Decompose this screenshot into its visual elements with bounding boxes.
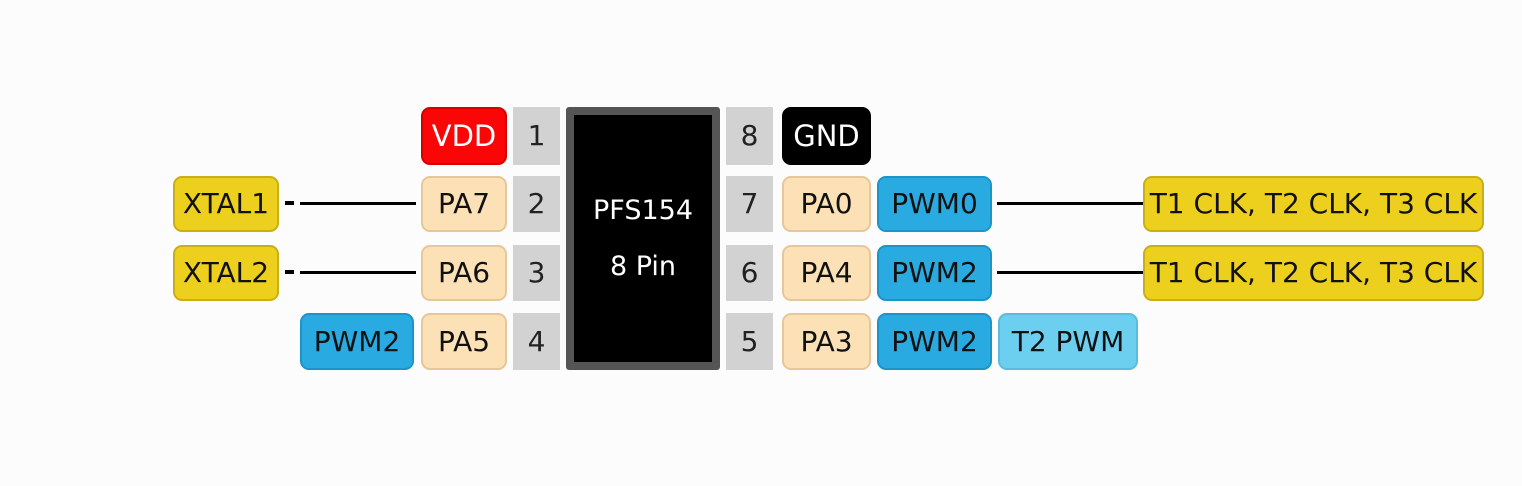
signal-box-pa6[interactable]: PA6 [421, 245, 507, 301]
pin-number-5: 5 [726, 313, 773, 370]
wire-pwm2-to-clk [997, 271, 1143, 274]
signal-box-pa0[interactable]: PA0 [782, 176, 871, 232]
pin-number-8: 8 [726, 107, 773, 165]
chip-body: PFS154 8 Pin [566, 107, 720, 370]
chip-name-label: PFS154 [592, 194, 693, 226]
pin-number-3: 3 [513, 245, 560, 301]
peripheral-box-clk-pa0[interactable]: T1 CLK, T2 CLK, T3 CLK [1143, 176, 1484, 232]
pin-number-6: 6 [726, 245, 773, 301]
chip-subtitle-label: 8 Pin [609, 250, 677, 282]
peripheral-box-clk-pa4[interactable]: T1 CLK, T2 CLK, T3 CLK [1143, 245, 1484, 301]
pin-number-1: 1 [513, 107, 560, 165]
peripheral-box-pwm2-pa4[interactable]: PWM2 [877, 245, 992, 301]
pin-number-4: 4 [513, 313, 560, 370]
peripheral-box-pwm2-pa5[interactable]: PWM2 [300, 313, 414, 370]
signal-box-pa5[interactable]: PA5 [421, 313, 507, 370]
wire-stub-xtal2 [285, 270, 294, 274]
peripheral-box-pwm2-pa3[interactable]: PWM2 [877, 313, 992, 370]
pin-number-7: 7 [726, 176, 773, 232]
signal-box-pa3[interactable]: PA3 [782, 313, 871, 370]
signal-box-vdd[interactable]: VDD [421, 107, 507, 165]
signal-box-pa4[interactable]: PA4 [782, 245, 871, 301]
peripheral-box-xtal2[interactable]: XTAL2 [173, 245, 279, 301]
wire-pwm0-to-clk [997, 202, 1143, 205]
wire-xtal2-to-pa6 [300, 271, 416, 274]
wire-stub-xtal1 [285, 201, 294, 205]
signal-box-gnd[interactable]: GND [782, 107, 871, 165]
pin-number-2: 2 [513, 176, 560, 232]
peripheral-box-t2-pwm[interactable]: T2 PWM [998, 313, 1138, 370]
signal-box-pa7[interactable]: PA7 [421, 176, 507, 232]
peripheral-box-pwm0[interactable]: PWM0 [877, 176, 992, 232]
wire-xtal1-to-pa7 [300, 202, 416, 205]
peripheral-box-xtal1[interactable]: XTAL1 [173, 176, 279, 232]
